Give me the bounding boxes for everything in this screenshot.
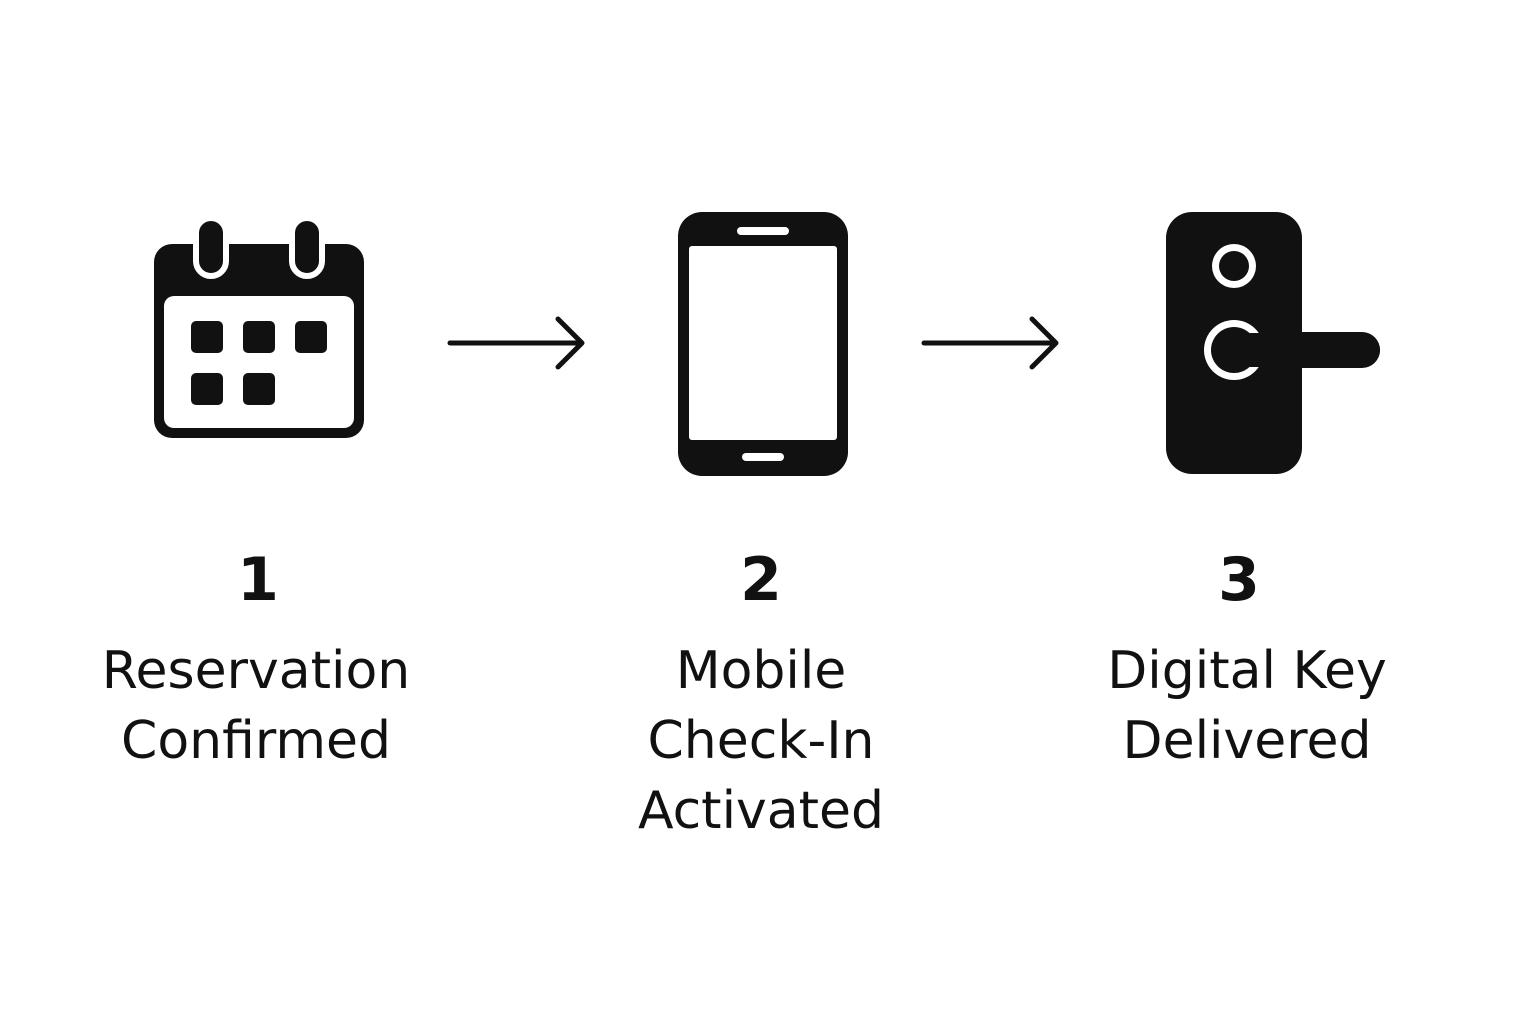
step-label-line: Reservation xyxy=(101,641,411,701)
step-label-line: Activated xyxy=(637,781,885,841)
calendar-icon xyxy=(150,218,368,442)
step-label-line: Confirmed xyxy=(121,711,391,771)
step-label-line: Delivered xyxy=(1122,711,1372,771)
smartphone-icon xyxy=(676,210,850,478)
arrow-right-icon xyxy=(446,314,588,376)
step-label: Digital Key Delivered xyxy=(1057,636,1437,776)
arrow-right-icon xyxy=(920,314,1062,376)
door-lock-icon xyxy=(1164,210,1384,476)
step-number: 2 xyxy=(740,545,782,615)
step-number: 1 xyxy=(237,545,279,615)
step-label-line: Mobile xyxy=(675,641,847,701)
step-label: Mobile Check-In Activated xyxy=(571,636,951,846)
step-label-line: Digital Key xyxy=(1107,641,1387,701)
step-number: 3 xyxy=(1218,545,1260,615)
step-label: Reservation Confirmed xyxy=(66,636,446,776)
step-label-line: Check-In xyxy=(647,711,875,771)
